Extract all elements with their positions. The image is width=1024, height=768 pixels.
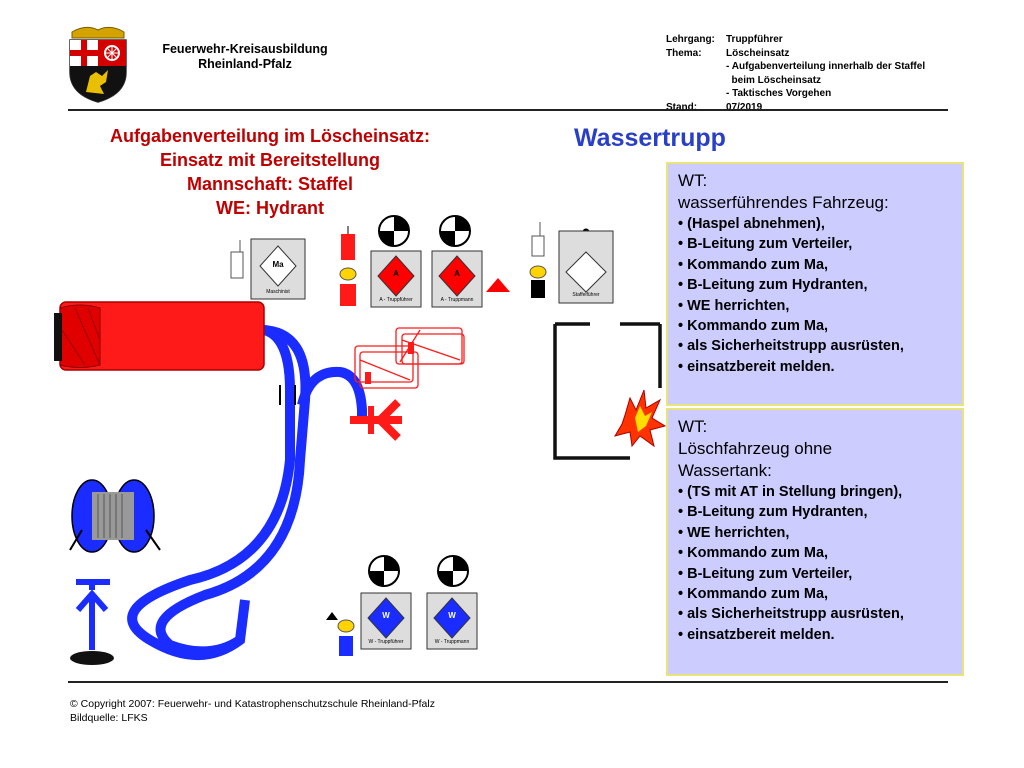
b-hose-line [127, 323, 295, 660]
page-title: Wassertrupp [574, 124, 726, 152]
header-divider [68, 109, 948, 111]
figure-w-leader: W W - Truppführer [360, 592, 412, 655]
footer-divider [68, 681, 948, 683]
task-list: (Haspel abnehmen), B-Leitung zum Verteil… [678, 214, 952, 377]
org-line-1: Feuerwehr-Kreisausbildung [162, 42, 328, 56]
radio-and-ba-icon [529, 222, 547, 298]
list-item: als Sicherheitstrupp ausrüsten, [678, 604, 952, 624]
box-heading: Löschfahrzeug ohne Wassertank: [678, 439, 833, 480]
breathing-apparatus-icon [339, 226, 357, 306]
hose-pack [354, 327, 465, 389]
list-item: B-Leitung zum Hydranten, [678, 275, 952, 295]
footer: © Copyright 2007: Feuerwehr- und Katastr… [70, 697, 435, 725]
list-item: einsatzbereit melden. [678, 357, 952, 377]
info-row: Thema:Löscheinsatz [666, 47, 790, 59]
hose-reel [69, 479, 161, 553]
figure-caption: Staffelführer [572, 292, 600, 298]
info-row: Stand:07/2019 [666, 101, 763, 113]
list-item: B-Leitung zum Verteiler, [678, 564, 952, 584]
list-item: B-Leitung zum Verteiler, [678, 234, 952, 254]
list-item: als Sicherheitstrupp ausrüsten, [678, 336, 952, 356]
list-item: B-Leitung zum Hydranten, [678, 502, 952, 522]
task-list: (TS mit AT in Stellung bringen), B-Leitu… [678, 482, 952, 645]
figure-caption: A - Truppmann [440, 297, 474, 303]
figure-caption: W - Truppführer [368, 639, 404, 645]
subtitle-line: WE: Hydrant [216, 198, 324, 218]
figure-caption: W - Truppmann [434, 639, 470, 645]
figure-code: Ma [272, 260, 284, 269]
course-info: Lehrgang:Truppführer Thema:Löscheinsatz … [666, 33, 925, 114]
list-item: Kommando zum Ma, [678, 255, 952, 275]
figure-caption: A - Truppführer [379, 297, 413, 303]
info-row: - Aufgabenverteilung innerhalb der Staff… [726, 61, 926, 72]
box-role: WT: [678, 417, 708, 436]
list-item: (TS mit AT in Stellung bringen), [678, 482, 952, 502]
b-hose-line-2 [155, 325, 311, 657]
info-row: - Taktisches Vorgehen [726, 88, 832, 99]
building-outline [553, 322, 662, 460]
figure-a-member: A A - Truppmann [431, 250, 483, 313]
list-item: Kommando zum Ma, [678, 543, 952, 563]
org-line-2: Rheinland-Pfalz [198, 57, 292, 71]
info-row: beim Löscheinsatz [726, 74, 822, 86]
figure-code: W [382, 611, 390, 620]
coat-of-arms-logo [69, 26, 127, 103]
list-item: Kommando zum Ma, [678, 316, 952, 336]
task-box-no-tank-vehicle: WT: Löschfahrzeug ohne Wassertank: (TS m… [666, 408, 964, 676]
figure-w-member: W W - Truppmann [426, 592, 478, 655]
list-item: einsatzbereit melden. [678, 625, 952, 645]
figure-code: A [454, 269, 460, 278]
b-hose-to-distributor [297, 366, 367, 418]
deployment-diagram [54, 278, 667, 665]
radio-icon [230, 240, 244, 279]
helmet-marking-icon [439, 215, 471, 247]
hydrant [70, 579, 114, 665]
helmet-marking-icon [437, 555, 469, 587]
figure-caption: Maschinist [266, 289, 290, 295]
task-box-water-vehicle: WT: wasserführendes Fahrzeug: (Haspel ab… [666, 162, 964, 406]
list-item: WE herrichten, [678, 296, 952, 316]
distributor [350, 399, 402, 441]
list-item: WE herrichten, [678, 523, 952, 543]
subtitle-line: Mannschaft: Staffel [186, 174, 354, 194]
image-source-text: Bildquelle: LFKS [70, 712, 148, 724]
box-heading: wasserführendes Fahrzeug: [678, 193, 889, 212]
figure-a-leader: A A - Truppführer [370, 250, 422, 313]
list-item: Kommando zum Ma, [678, 584, 952, 604]
box-role: WT: [678, 171, 708, 190]
figure-code: A [393, 269, 399, 278]
subtitle-line: Einsatz mit Bereitstellung [159, 150, 381, 170]
breathing-apparatus-icon [326, 612, 355, 656]
figure-staff-leader: Staffelführer [558, 230, 614, 309]
slide-subtitle: Aufgabenverteilung im Löscheinsatz: Eins… [60, 124, 480, 220]
info-row: Lehrgang:Truppführer [666, 34, 783, 45]
helmet-marking-icon [378, 215, 410, 247]
helmet-marking-icon [368, 555, 400, 587]
figure-code: W [448, 611, 456, 620]
figure-machinist: Ma Maschinist [250, 238, 306, 305]
list-item: (Haspel abnehmen), [678, 214, 952, 234]
subtitle-line: Aufgabenverteilung im Löscheinsatz: [109, 126, 431, 146]
warning-triangle-icon [486, 278, 510, 292]
organisation-title: Feuerwehr-Kreisausbildung Rheinland-Pfal… [130, 42, 360, 72]
copyright-text: © Copyright 2007: Feuerwehr- und Katastr… [70, 698, 435, 710]
